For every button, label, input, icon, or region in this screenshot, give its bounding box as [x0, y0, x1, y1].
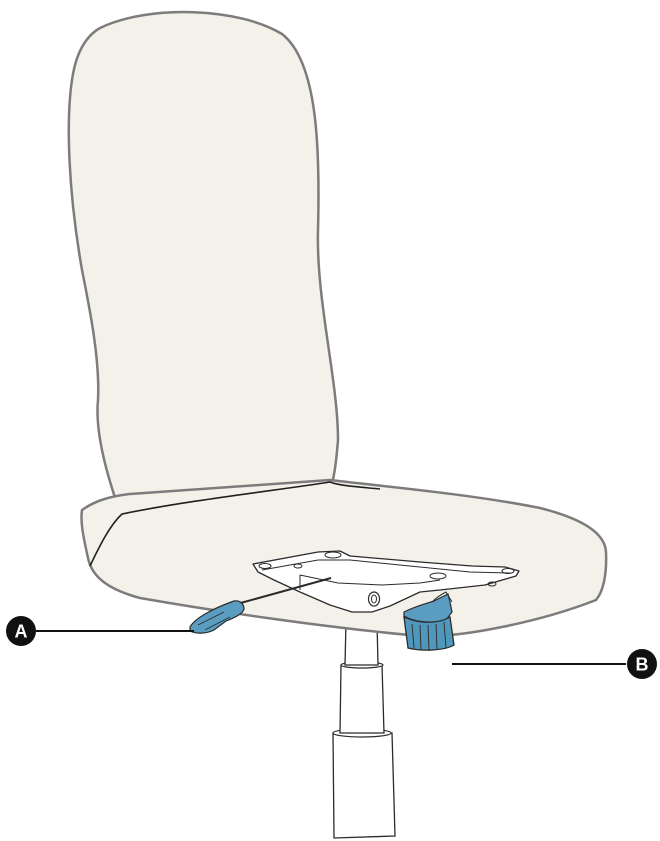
callout-a-badge	[6, 616, 36, 646]
cylinder-middle	[339, 664, 385, 734]
seat-front-seam	[89, 481, 381, 567]
chair-backrest	[67, 10, 340, 514]
plate-hole-4	[501, 568, 515, 574]
plate-hole-3	[429, 572, 447, 580]
lever-handle-grip	[197, 611, 231, 631]
gas-cylinder	[332, 619, 396, 839]
tilt-mechanism	[252, 550, 520, 613]
callout-b-label: B	[636, 655, 649, 675]
callout-b-badge	[627, 649, 657, 679]
knob-ribs	[411, 621, 447, 652]
knob-housing	[431, 591, 453, 603]
knob-body	[403, 615, 455, 651]
callout-b: B	[452, 649, 657, 679]
plate-hole-2	[324, 551, 342, 559]
plate-inner-line	[261, 559, 511, 574]
plate-hole-6	[487, 581, 497, 587]
tension-knob-icon	[403, 591, 455, 652]
lever-rod	[236, 577, 332, 605]
callout-a: A	[6, 616, 194, 646]
cylinder-lower-sleeve	[332, 732, 396, 839]
plate-hole-5	[293, 563, 303, 569]
lever-handle	[189, 600, 245, 634]
callout-a-label: A	[15, 622, 28, 642]
height-lever-icon	[189, 577, 332, 634]
plate-hole-1	[258, 563, 272, 569]
cylinder-socket	[367, 591, 381, 607]
cylinder-socket-inner	[371, 594, 377, 604]
mechanism-plate	[252, 550, 520, 613]
